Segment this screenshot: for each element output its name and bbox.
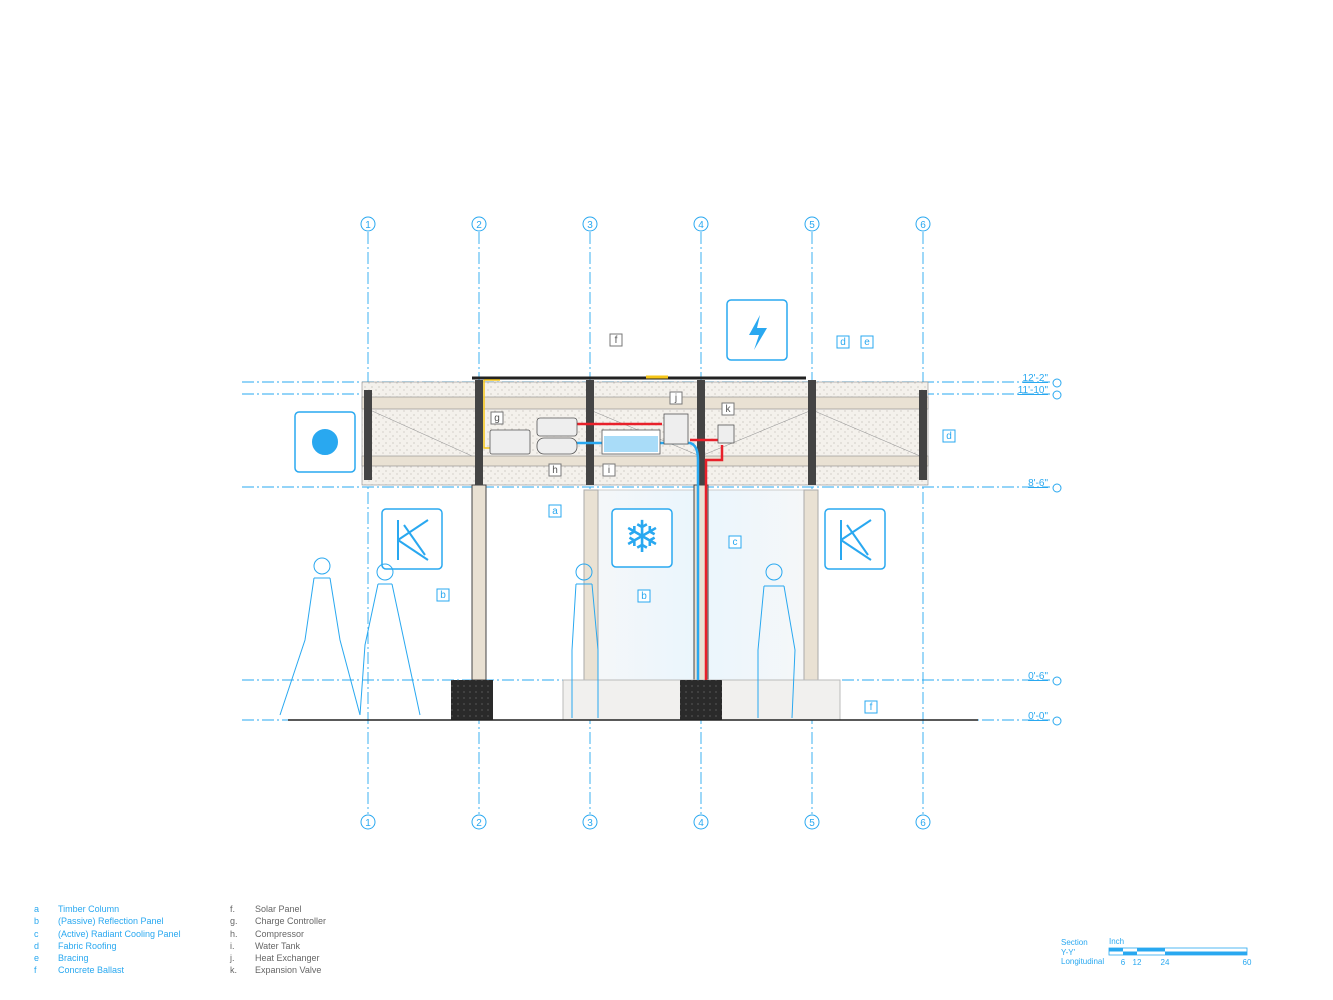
legend-key: k.: [230, 965, 238, 976]
grid-label-bottom-3: 3: [587, 818, 593, 829]
timber-column-5: [803, 489, 819, 681]
expansion-valve: [717, 424, 735, 444]
grid-label-top-1: 1: [365, 220, 371, 231]
legend-label: Solar Panel: [255, 904, 302, 914]
reflection-icon-right: [840, 519, 872, 561]
person-standing-phone: [571, 563, 599, 718]
legend-key: h.: [230, 928, 238, 939]
footing-4: [680, 680, 722, 720]
tag-b: b: [641, 591, 647, 602]
tag-h: h: [552, 465, 558, 476]
legend-key: e: [34, 953, 40, 964]
legend-key: a: [34, 904, 40, 914]
reflection-icon-left: [397, 519, 429, 561]
reflection-callout-left: [381, 508, 443, 570]
legend-label: Water Tank: [255, 940, 301, 951]
tag-b-left: b: [440, 590, 446, 601]
tag-c: c: [733, 537, 738, 548]
legend-label: Timber Column: [58, 904, 120, 914]
heat-exchanger: [663, 413, 689, 445]
legend-key: c: [34, 928, 39, 939]
legend-key: f.: [230, 904, 236, 914]
grid-label-top-4: 4: [698, 220, 704, 231]
grid-bubbles: [360, 216, 931, 830]
legend-label: (Active) Radiant Cooling Panel: [58, 928, 181, 939]
compressor: [536, 437, 578, 455]
tag-d-top: d: [840, 337, 846, 348]
person-walking-1: [279, 557, 361, 716]
legend-key: j.: [230, 953, 235, 964]
legend-key: b: [34, 916, 40, 927]
grid-label-bottom-5: 5: [809, 818, 815, 829]
timber-column-3: [583, 489, 599, 681]
scale-title-3: Longitudinal: [1061, 957, 1105, 966]
legend-label: Concrete Ballast: [58, 965, 125, 976]
legend-label: (Passive) Reflection Panel: [58, 916, 164, 927]
people: [279, 557, 796, 719]
legend-label: Bracing: [58, 953, 89, 964]
grid-label-bottom-4: 4: [698, 818, 704, 829]
grid-label-top-6: 6: [920, 220, 926, 231]
tag-f-ballast: f: [870, 702, 873, 713]
tag-j: j: [674, 393, 677, 404]
cooling-callout: [611, 508, 673, 568]
tag-f-solar: f: [615, 335, 618, 346]
footing-2: [451, 680, 493, 720]
legend-key: f: [34, 965, 37, 976]
tag-g: g: [494, 413, 500, 424]
level-11-10: 11'-10": [1018, 385, 1049, 396]
timber-column-2: [471, 484, 487, 681]
grid-label-top-2: 2: [476, 220, 482, 231]
grid-label-bottom-2: 2: [476, 818, 482, 829]
level-12-2: 12'-2": [1023, 373, 1049, 384]
scale-unit: Inch: [1109, 937, 1125, 946]
person-walking-2: [359, 563, 421, 716]
tag-i: i: [608, 465, 610, 476]
legend-label: Expansion Valve: [255, 965, 322, 976]
legend-label: Compressor: [255, 928, 305, 939]
tag-k: k: [726, 404, 732, 415]
grid-label-bottom-1: 1: [365, 818, 371, 829]
scale-title-2: Y-Y': [1061, 947, 1076, 957]
level-markers: [1052, 378, 1062, 726]
snowflake-icon: ❄: [624, 513, 661, 562]
sun-icon: [312, 429, 338, 455]
tag-e: e: [864, 337, 870, 348]
scale-block: Section Y-Y' Longitudinal: [1061, 938, 1104, 967]
legend-label: Fabric Roofing: [58, 940, 117, 951]
legend-systems: f. Solar Panel g. Charge Controller h. Comp…: [230, 903, 326, 977]
grid-label-top-5: 5: [809, 220, 815, 231]
pipes: [483, 379, 724, 680]
level-0-6: 0'-6": [1028, 671, 1048, 682]
tag-a: a: [552, 506, 558, 517]
charge-controller: [489, 429, 531, 455]
legend-components: a Timber Column b (Passive) Reflection Pan…: [34, 903, 181, 977]
reflection-callout-right: [824, 508, 886, 570]
legend-label: Charge Controller: [255, 916, 327, 927]
person-standing-looking: [757, 563, 796, 719]
tags: a b b c d e d f f g h i j k: [436, 333, 956, 714]
grid-label-top-3: 3: [587, 220, 593, 231]
tag-d-right: d: [946, 431, 952, 442]
legend-label: Heat Exchanger: [255, 953, 320, 964]
lightning-icon: [749, 315, 767, 350]
legend-key: g.: [230, 916, 238, 927]
grid-label-bottom-6: 6: [920, 818, 926, 829]
legend-key: d: [34, 940, 40, 951]
legend-key: i.: [230, 940, 235, 951]
compressor-top: [536, 417, 578, 437]
level-8-6: 8'-6": [1028, 478, 1048, 489]
scale-title-1: Section: [1061, 938, 1088, 947]
level-0-0: 0'-0": [1028, 711, 1048, 722]
